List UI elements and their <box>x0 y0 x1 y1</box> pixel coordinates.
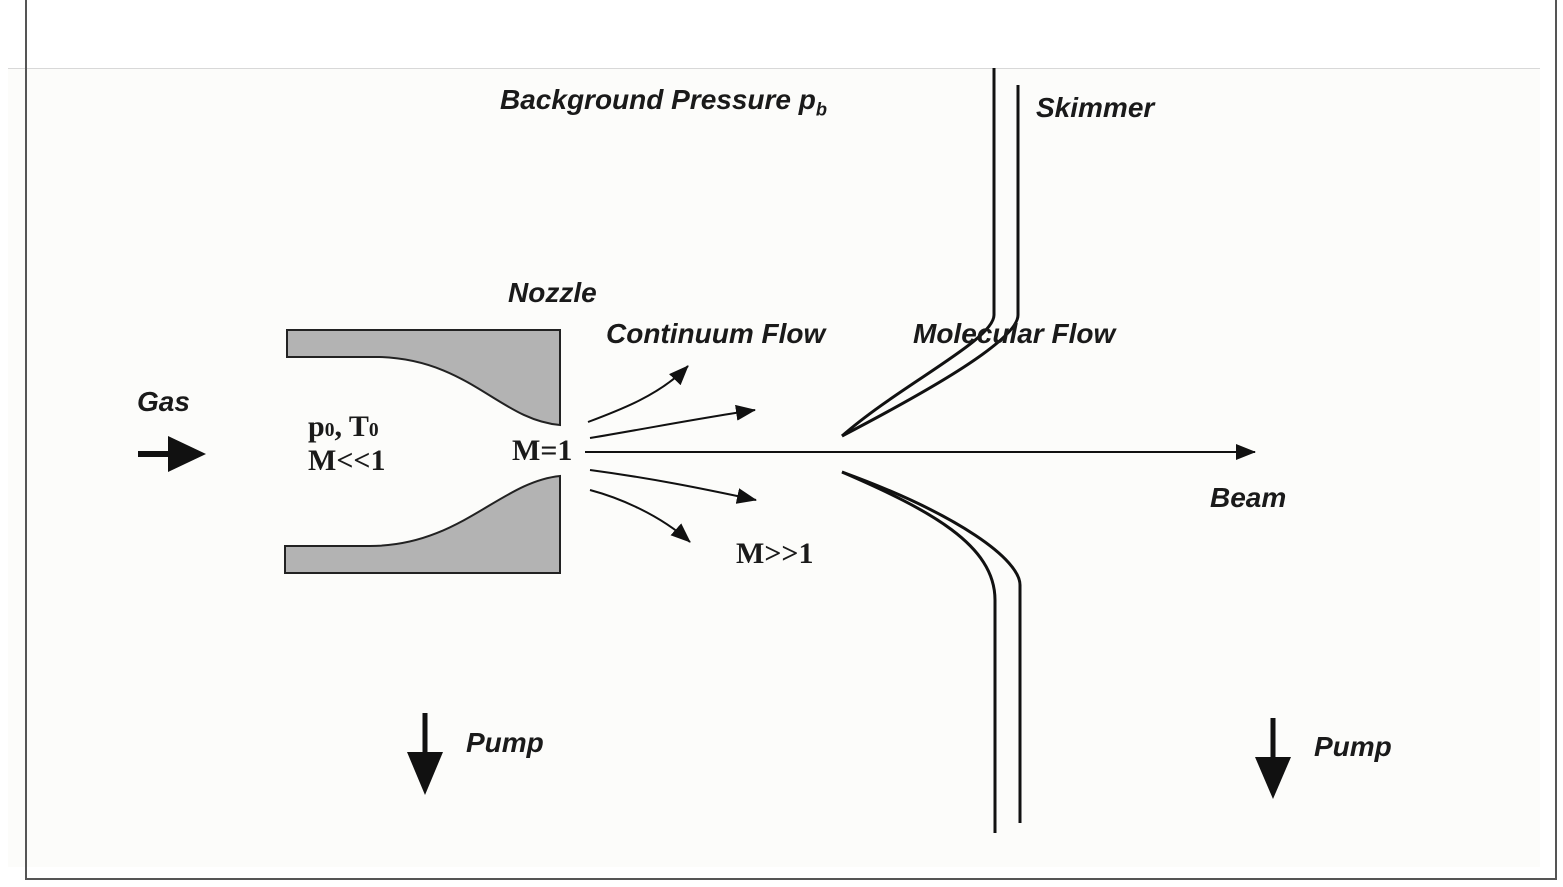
skimmer-upper-inner <box>841 85 1020 438</box>
mach-subsonic-label: M<<1 <box>308 444 386 477</box>
stagnation-conditions-label: p0, T0 <box>308 410 379 443</box>
skimmer-upper-outer <box>841 68 996 438</box>
skimmer-lower-inner <box>841 470 997 833</box>
nozzle-lower-wall <box>284 474 561 574</box>
expansion-arrow-lower-inner <box>589 469 757 504</box>
pump-arrow-left <box>407 713 443 795</box>
pump-arrow-right <box>1255 718 1291 799</box>
mach-sonic-label: M=1 <box>512 434 573 467</box>
beam-label: Beam <box>1210 482 1287 513</box>
nozzle-upper-wall <box>286 329 561 427</box>
skimmer-label: Skimmer <box>1036 92 1155 123</box>
background-pressure-label: Background Pressure pb <box>500 84 827 120</box>
mach-supersonic-label: M>>1 <box>736 537 814 570</box>
frame-border <box>25 0 1557 880</box>
continuum-flow-label: Continuum Flow <box>606 318 826 349</box>
expansion-arrow-upper-outer <box>587 365 689 423</box>
gas-inlet-arrow <box>138 436 206 472</box>
diagram-panel <box>8 68 1540 867</box>
pump-label-right: Pump <box>1314 731 1392 762</box>
gas-label: Gas <box>137 386 190 417</box>
expansion-arrow-lower-outer <box>589 489 691 543</box>
nozzle-label: Nozzle <box>508 277 597 308</box>
skimmer-lower-outer <box>841 470 1022 823</box>
molecular-flow-label: Molecular Flow <box>913 318 1116 349</box>
pump-label-left: Pump <box>466 727 544 758</box>
expansion-arrow-upper-inner <box>589 404 756 439</box>
